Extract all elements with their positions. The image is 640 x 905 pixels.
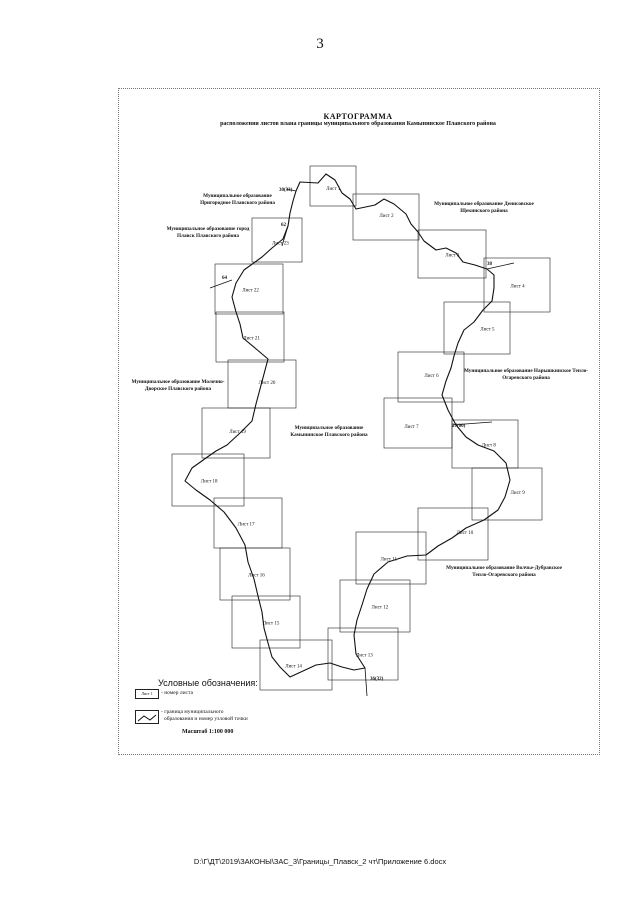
sheet-3: [417, 229, 487, 279]
sheet-2-label: Лист 2: [379, 214, 394, 219]
node-arrows: [209, 188, 515, 697]
sheet-21: [215, 311, 285, 363]
sheet-12: [339, 579, 411, 633]
sheet-20: [227, 359, 297, 409]
municipal-border: [184, 173, 511, 678]
sheet-13: [327, 627, 399, 681]
sheet-20-label: Лист 20: [259, 381, 276, 386]
sheet-19-label: Лист 19: [229, 430, 246, 435]
map-scale: Масштаб 1:100 000: [182, 729, 234, 735]
legend-sheet-sample: Лист 1: [135, 689, 159, 699]
sheet-5-label: Лист 5: [480, 328, 495, 333]
arrow-line: [281, 225, 289, 247]
sheet-3-label: Лист 3: [445, 253, 460, 258]
page-number: 3: [316, 36, 324, 52]
sheet-23: [251, 217, 303, 263]
sheet-5: [443, 301, 511, 355]
label-prigorodnoe: Муниципальное образование Пригородное Пл…: [200, 193, 275, 206]
node-label: 30(33): [279, 188, 293, 193]
legend-border-symbol: [135, 710, 159, 724]
sheet-14-label: Лист 14: [285, 665, 302, 670]
sheet-9: [471, 467, 543, 521]
label-gorod-plavsk: Муниципальное образование город Плавск П…: [166, 226, 250, 239]
sheet-11-label: Лист 11: [381, 558, 398, 563]
sheet-15-label: Лист 15: [263, 622, 280, 627]
sheet-grid: Лист 1 Лист 2 Лист 3 Лист 4 Лист 5 Лист 6 Лист…: [171, 165, 551, 691]
sheet-7: [383, 397, 453, 449]
sheet-4-label: Лист 4: [510, 285, 525, 290]
sheet-18-label: Лист 18: [201, 480, 218, 485]
sheet-10-label: Лист 10: [457, 531, 474, 536]
map-subtitle: расположения листов плана границы муници…: [220, 121, 496, 127]
sheet-2: [352, 193, 420, 241]
label-denisovskoe: Муниципальное образование Денисовское Ще…: [434, 201, 534, 214]
sheet-22: [214, 263, 284, 315]
arrow-line: [451, 421, 493, 426]
arrow-line: [285, 188, 297, 192]
file-path-footer: D:\Г\ДТ\2019\ЗАКОНЫ\ЗАС_3\Границы_Плавск…: [193, 857, 447, 866]
sheet-4: [483, 257, 551, 313]
sheet-1-label: Лист 1: [326, 187, 341, 192]
sheet-16-label: Лист 16: [248, 574, 265, 579]
border-symbol-icon: [137, 714, 157, 722]
sheet-17: [213, 497, 283, 549]
sheet-18: [171, 453, 245, 507]
legend-sheet-desc: - номер листа: [161, 690, 193, 696]
legend-title: Условные обозначения:: [158, 678, 258, 688]
label-naryshkinskoe: Муниципальное образование Нарышкинское Т…: [463, 368, 589, 381]
sheet-17-label: Лист 17: [238, 523, 255, 528]
sheet-7-label: Лист 7: [404, 425, 419, 430]
sheet-14: [259, 639, 333, 691]
sheet-12-label: Лист 12: [372, 606, 389, 611]
arrow-line: [486, 262, 515, 270]
sheet-22-label: Лист 22: [242, 289, 259, 294]
sheet-21-label: Лист 21: [243, 337, 260, 342]
label-volchye-dubravskoe: Муниципальное образование Волчье-Дубравс…: [446, 565, 562, 578]
sheet-6-label: Лист 6: [424, 374, 439, 379]
sheet-9-label: Лист 9: [511, 491, 526, 496]
legend-border-desc-2: образования и номер узловой точки: [164, 716, 248, 722]
sheet-11: [355, 531, 427, 585]
sheet-10: [417, 507, 489, 561]
sheet-13-label: Лист 13: [356, 654, 373, 659]
arrow-line: [209, 279, 233, 289]
label-molochno-dvorskoe: Муниципальное образование Молочно-Дворск…: [131, 379, 225, 392]
node-label: 38: [487, 262, 493, 267]
sheet-23-label: Лист 23: [272, 241, 289, 246]
label-kamyninskoe: Муниципальное образование Камынинское Пл…: [290, 425, 368, 438]
sheet-8-label: Лист 8: [482, 443, 497, 448]
map-title: КАРТОГРАММА: [323, 112, 393, 121]
node-label: 62: [281, 223, 287, 228]
sheet-1: [309, 165, 357, 207]
map-frame: [118, 88, 600, 755]
sheet-15: [231, 595, 301, 649]
arrow-line: [364, 667, 368, 697]
node-label: 27(00): [452, 424, 466, 429]
node-label: 36(32): [370, 677, 384, 682]
node-label: 64: [222, 276, 228, 281]
legend-border-desc-1: - граница муниципального: [161, 709, 224, 715]
sheet-6: [397, 351, 465, 403]
